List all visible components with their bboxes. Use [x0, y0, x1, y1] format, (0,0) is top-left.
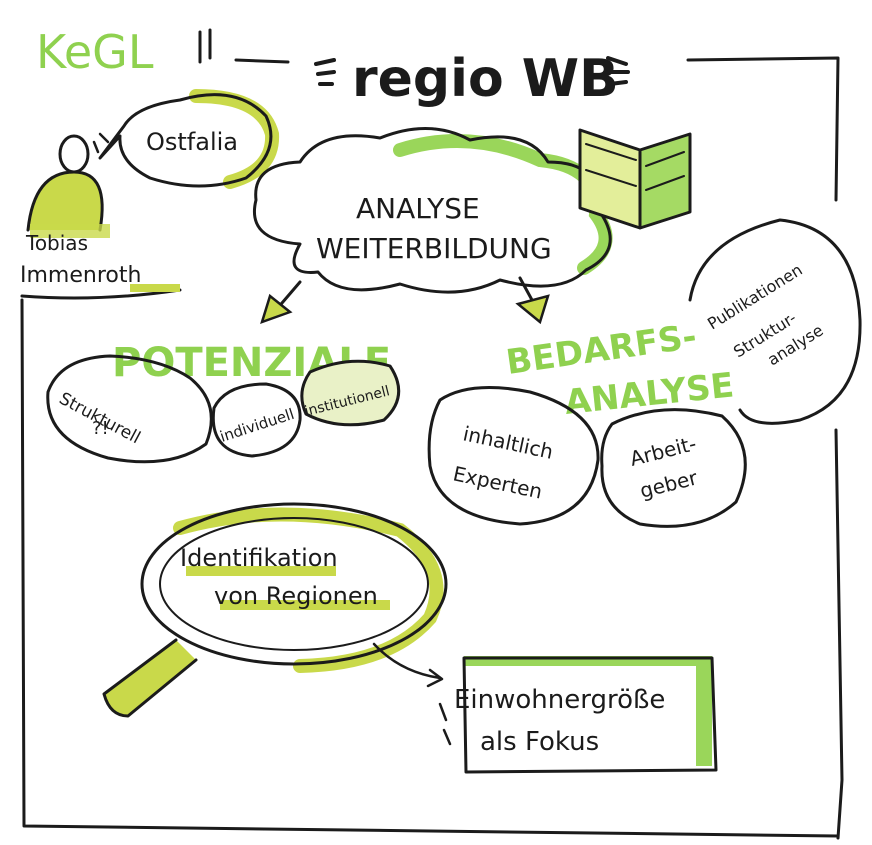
- cloud-line-1: ANALYSE: [356, 192, 480, 225]
- bedarfsanalyse-item-1-line-1: inhaltlich: [461, 421, 555, 463]
- potenziale-item-1-note: ?!: [92, 418, 109, 439]
- arrow-icon: [515, 276, 550, 325]
- institution-label: Ostfalia: [146, 128, 238, 156]
- identifikation-highlight: [186, 566, 336, 576]
- bedarfsanalyse-bubble-publikationen: [688, 218, 862, 425]
- person-icon: [26, 134, 110, 238]
- focus-box: [438, 656, 718, 774]
- title-emphasis-right: [606, 56, 630, 86]
- cloud-line-2: WEITERBILDUNG: [316, 232, 552, 265]
- bedarfsanalyse-bubble-arbeitgeber: [600, 408, 747, 528]
- frame-left-bottom: [20, 298, 840, 838]
- focus-line-2: als Fokus: [480, 727, 599, 757]
- potenziale-bubble-institutionell: [300, 359, 401, 427]
- magnifier-line-2: von Regionen: [214, 582, 378, 610]
- frame-right: [834, 428, 844, 840]
- person-first-name: Tobias: [25, 231, 88, 255]
- potenziale-bubble-individuell: [211, 382, 302, 458]
- frame-top-left-dash: [234, 58, 290, 64]
- title-emphasis-left: [314, 58, 336, 86]
- person-last-name: Immenroth: [20, 263, 141, 288]
- brand-tally-marks: [198, 28, 212, 64]
- magnifier-icon: [102, 502, 448, 718]
- bedarfsanalyse-bubble-experten: [427, 386, 600, 526]
- page-title: regio WB: [352, 49, 619, 109]
- arrow-icon: [260, 280, 302, 325]
- regionen-highlight: [220, 600, 390, 610]
- potenziale-bubble-strukturell: [46, 354, 213, 464]
- book-icon: [578, 128, 692, 230]
- potenziale-item-2: individuell: [218, 405, 297, 446]
- bedarfsanalyse-item-1-line-2: Experten: [451, 461, 545, 503]
- frame-top-right: [686, 56, 840, 202]
- person-highlight: [130, 284, 180, 292]
- person-underline: [20, 288, 182, 300]
- bedarfsanalyse-item-2-line-2: geber: [637, 465, 700, 503]
- focus-line-1: Einwohnergröße: [454, 685, 665, 715]
- magnifier-line-1: Identifikation: [180, 544, 338, 572]
- brand-text: KeGL: [36, 25, 154, 79]
- bedarfsanalyse-item-2-line-1: Arbeit-: [627, 431, 698, 471]
- ostfalia-speech-bubble: [92, 89, 280, 189]
- arrow-icon: [372, 642, 444, 688]
